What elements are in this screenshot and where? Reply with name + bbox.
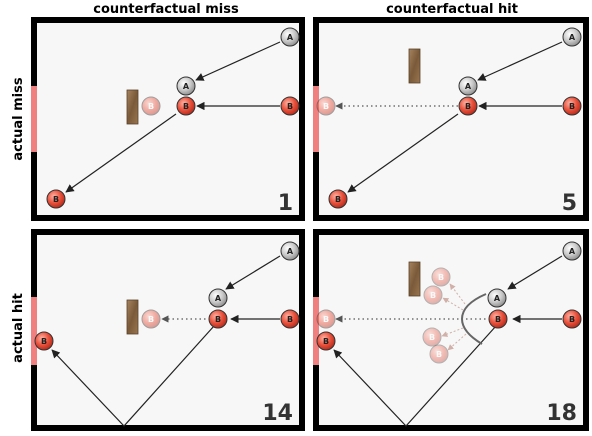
panel-frame: [31, 229, 305, 431]
svg-text:B: B: [436, 350, 442, 359]
noise-perturbation-curve: [460, 293, 487, 345]
ball-b-noise-sample: B: [423, 285, 443, 305]
svg-text:A: A: [287, 247, 294, 256]
svg-text:B: B: [53, 195, 59, 204]
svg-text:B: B: [215, 315, 221, 324]
ball-b-start: B: [562, 96, 582, 116]
ball-b-end: B: [316, 331, 336, 351]
ball-b-collision: B: [208, 309, 228, 329]
column-header-counterfactual-miss: counterfactual miss: [93, 2, 239, 17]
svg-text:B: B: [148, 102, 154, 111]
svg-text:B: B: [183, 102, 189, 111]
ball-b-end: B: [34, 331, 54, 351]
svg-text:B: B: [429, 333, 435, 342]
ball-a-start: A: [562, 27, 582, 47]
brick: [126, 89, 139, 125]
panel-number: 18: [546, 401, 577, 426]
path-a: [477, 41, 563, 81]
goal: [313, 86, 319, 152]
ball-a-start: A: [562, 241, 582, 261]
svg-text:B: B: [569, 102, 575, 111]
ball-b-start: B: [280, 309, 300, 329]
svg-text:B: B: [495, 315, 501, 324]
svg-text:B: B: [438, 273, 444, 282]
svg-text:B: B: [569, 315, 575, 324]
svg-text:B: B: [465, 102, 471, 111]
path-b-outcome: [51, 325, 215, 427]
path-a: [507, 255, 563, 290]
svg-text:B: B: [287, 315, 293, 324]
ball-a-start: A: [280, 27, 300, 47]
panel-frame: [313, 229, 589, 431]
brick: [408, 261, 421, 297]
panel-number: 1: [278, 191, 293, 216]
noise-sample-arrows: [441, 283, 467, 351]
svg-text:B: B: [148, 315, 154, 324]
ball-b-ghost: B: [316, 96, 336, 116]
ball-b-collision: B: [488, 309, 508, 329]
ball-a-collision: A: [487, 288, 507, 308]
svg-text:B: B: [430, 291, 436, 300]
svg-text:A: A: [569, 33, 576, 42]
panel-actual-hit-counterfactual-miss: A A B B B B 14: [31, 229, 305, 431]
ball-b-noise-sample: B: [429, 344, 449, 364]
svg-text:B: B: [323, 337, 329, 346]
ball-b-ghost: B: [141, 96, 161, 116]
svg-text:A: A: [465, 82, 472, 91]
ball-a-collision: A: [458, 76, 478, 96]
svg-text:A: A: [569, 247, 576, 256]
goal: [31, 86, 37, 152]
ball-a-collision: A: [176, 76, 196, 96]
path-b-outcome: [333, 325, 497, 427]
path-b-outcome: [65, 113, 177, 193]
svg-text:A: A: [287, 33, 294, 42]
ball-b-collision: B: [176, 96, 196, 116]
ball-a-collision: A: [208, 288, 228, 308]
svg-text:B: B: [287, 102, 293, 111]
svg-text:A: A: [183, 82, 190, 91]
column-header-counterfactual-hit: counterfactual hit: [386, 2, 518, 17]
goal: [313, 297, 319, 365]
path-a: [225, 255, 281, 290]
svg-text:A: A: [215, 294, 222, 303]
path-a: [195, 41, 281, 81]
path-b-outcome: [347, 113, 459, 193]
brick: [408, 48, 421, 84]
panel-actual-hit-counterfactual-hit: B B B B A A B B B B 18: [313, 229, 589, 431]
panel-number: 14: [262, 401, 293, 426]
svg-text:B: B: [323, 315, 329, 324]
ball-b-start: B: [562, 309, 582, 329]
ball-b-end: B: [328, 189, 348, 209]
panel-actual-miss-counterfactual-hit: A A B B B B 5: [313, 17, 589, 221]
panel-actual-miss-counterfactual-miss: A A B B B B 1: [31, 17, 305, 221]
panel-number: 5: [562, 191, 577, 216]
row-label-actual-miss: actual miss: [11, 77, 26, 160]
ball-b-collision: B: [458, 96, 478, 116]
svg-text:A: A: [494, 294, 501, 303]
goal: [31, 297, 37, 365]
svg-text:B: B: [41, 337, 47, 346]
ball-b-end: B: [46, 189, 66, 209]
row-label-actual-hit: actual hit: [11, 293, 26, 363]
ball-b-noise-sample: B: [431, 267, 451, 287]
svg-text:B: B: [323, 102, 329, 111]
ball-b-ghost: B: [141, 309, 161, 329]
ball-b-noise-sample: B: [422, 327, 442, 347]
ball-b-start: B: [280, 96, 300, 116]
ball-b-ghost: B: [316, 309, 336, 329]
ball-a-start: A: [280, 241, 300, 261]
svg-text:B: B: [335, 195, 341, 204]
brick: [126, 299, 139, 335]
